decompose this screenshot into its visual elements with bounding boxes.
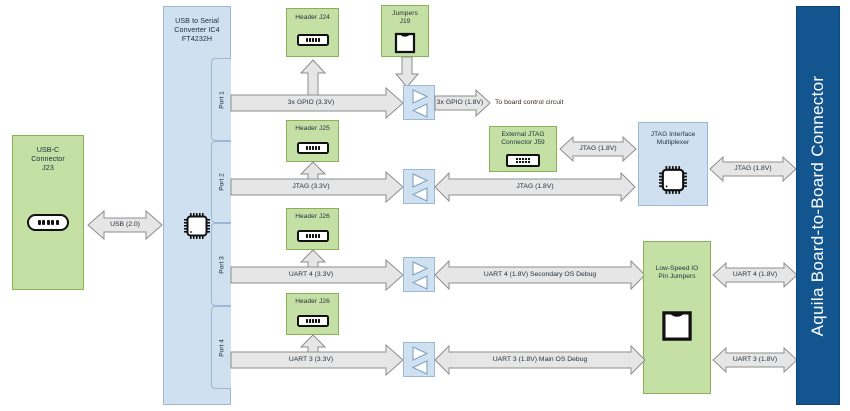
usb-c-connector-icon xyxy=(27,214,69,231)
jtag-18v-mux-label: JTAG (1.8V) xyxy=(516,183,554,190)
buffer-triangles-icon xyxy=(411,173,429,202)
jumper-shunt-icon xyxy=(394,32,416,54)
header-j24-block[interactable]: Header J24 xyxy=(286,8,339,57)
jumper-shunt-icon xyxy=(662,311,692,341)
level-shifter-port1[interactable] xyxy=(403,85,435,120)
port-tab-2[interactable]: Port 2 xyxy=(211,141,231,223)
jtag-header-icon xyxy=(506,154,540,167)
level-shifter-port4[interactable] xyxy=(403,342,435,377)
level-shifter-port2[interactable] xyxy=(403,169,435,204)
buffer-triangles-icon xyxy=(411,89,429,118)
external-jtag-connector-label: External JTAG Connector J59 xyxy=(501,131,545,147)
low-speed-io-pin-jumpers-label: Low-Speed IO Pin Jumpers xyxy=(655,265,699,281)
usb-link-label: USB (2.0) xyxy=(110,221,140,228)
buffer-triangles-icon xyxy=(411,261,429,290)
uart4-18v-label: UART 4 (1.8V) Secondary OS Debug xyxy=(483,271,597,278)
gpio-33v-label: 3x GPIO (3.3V) xyxy=(287,99,335,106)
buffer-triangles-icon xyxy=(411,346,429,375)
jtag-18v-mux-arrow xyxy=(434,171,636,203)
port-tab-4-label: Port 4 xyxy=(218,338,225,357)
gpio-33v-arrow xyxy=(230,86,404,120)
usb-link-arrow xyxy=(87,209,163,241)
gpio-18v-arrow xyxy=(434,88,491,118)
port-tab-1[interactable]: Port 1 xyxy=(211,58,231,141)
usbc-connector-block[interactable]: USB-C Connector J23 xyxy=(12,135,84,290)
port-tab-3[interactable]: Port 3 xyxy=(211,223,231,306)
uart3-18v-arrow xyxy=(434,344,646,376)
gpio-18v-label: 3x GPIO (1.8V) xyxy=(436,99,484,106)
ic-chip-icon xyxy=(184,213,210,239)
jumpers-j19-label: Jumpers J19 xyxy=(392,10,418,26)
uart3-33v-arrow xyxy=(230,343,404,377)
level-shifter-port3[interactable] xyxy=(403,257,435,292)
port-tab-4[interactable]: Port 4 xyxy=(211,306,231,389)
uart3-18v-label: UART 3 (1.8V) Main OS Debug xyxy=(492,356,588,363)
port-tab-2-label: Port 2 xyxy=(218,173,225,191)
header-j26-block[interactable]: Header J26 xyxy=(286,208,339,250)
ft4232h-label: USB to Serial Converter IC4 FT4232H xyxy=(174,16,220,43)
usbc-connector-label: USB-C Connector J23 xyxy=(31,145,65,172)
uart4-33v-label: UART 4 (3.3V) xyxy=(288,271,334,278)
header-j25-block[interactable]: Header J25 xyxy=(286,120,339,162)
ic-chip-icon xyxy=(659,166,687,194)
jtag-18v-board-label: JTAG (1.8V) xyxy=(734,165,772,172)
header-j26-label: Header J26 xyxy=(295,213,330,220)
jtag-33v-label: JTAG (3.3V) xyxy=(292,183,330,190)
aquila-board-to-board-connector[interactable]: Aquila Board-to-Board Connector xyxy=(796,6,840,405)
pin-header-icon xyxy=(296,34,329,46)
jtag-18v-external-arrow xyxy=(559,135,637,163)
pin-header-icon xyxy=(296,142,329,154)
jtag-interface-multiplexer-block[interactable]: JTAG Interface Multiplexer xyxy=(638,122,708,206)
header-j24-label: Header J24 xyxy=(295,14,330,21)
header-j26-row4-block[interactable]: Header J26 xyxy=(286,293,339,335)
pin-header-icon xyxy=(296,315,329,327)
uart4-33v-arrow xyxy=(230,258,404,292)
jtag-interface-multiplexer-label: JTAG Interface Multiplexer xyxy=(650,131,696,147)
uart3-18v-board-label: UART 3 (1.8V) xyxy=(732,356,778,363)
external-jtag-connector-block[interactable]: External JTAG Connector J59 xyxy=(489,126,557,172)
jumpers-j19-down-arrow xyxy=(394,56,420,88)
pin-header-icon xyxy=(296,230,329,242)
port-tab-1-label: Port 1 xyxy=(218,90,225,109)
low-speed-io-pin-jumpers-block[interactable]: Low-Speed IO Pin Jumpers xyxy=(643,241,711,394)
uart4-18v-board-label: UART 4 (1.8V) xyxy=(732,271,778,278)
board-control-circuit-label: To board control circuit xyxy=(495,99,564,106)
jtag-33v-arrow xyxy=(230,170,404,204)
port-tab-3-label: Port 3 xyxy=(218,255,225,274)
header-j25-label: Header J25 xyxy=(295,125,330,132)
jumpers-j19-block[interactable]: Jumpers J19 xyxy=(381,5,429,57)
header-j26-row4-label: Header J26 xyxy=(295,298,330,305)
aquila-board-to-board-connector-label: Aquila Board-to-Board Connector xyxy=(808,75,827,336)
uart3-33v-label: UART 3 (3.3V) xyxy=(288,356,334,363)
jtag-18v-external-label: JTAG (1.8V) xyxy=(579,145,617,152)
